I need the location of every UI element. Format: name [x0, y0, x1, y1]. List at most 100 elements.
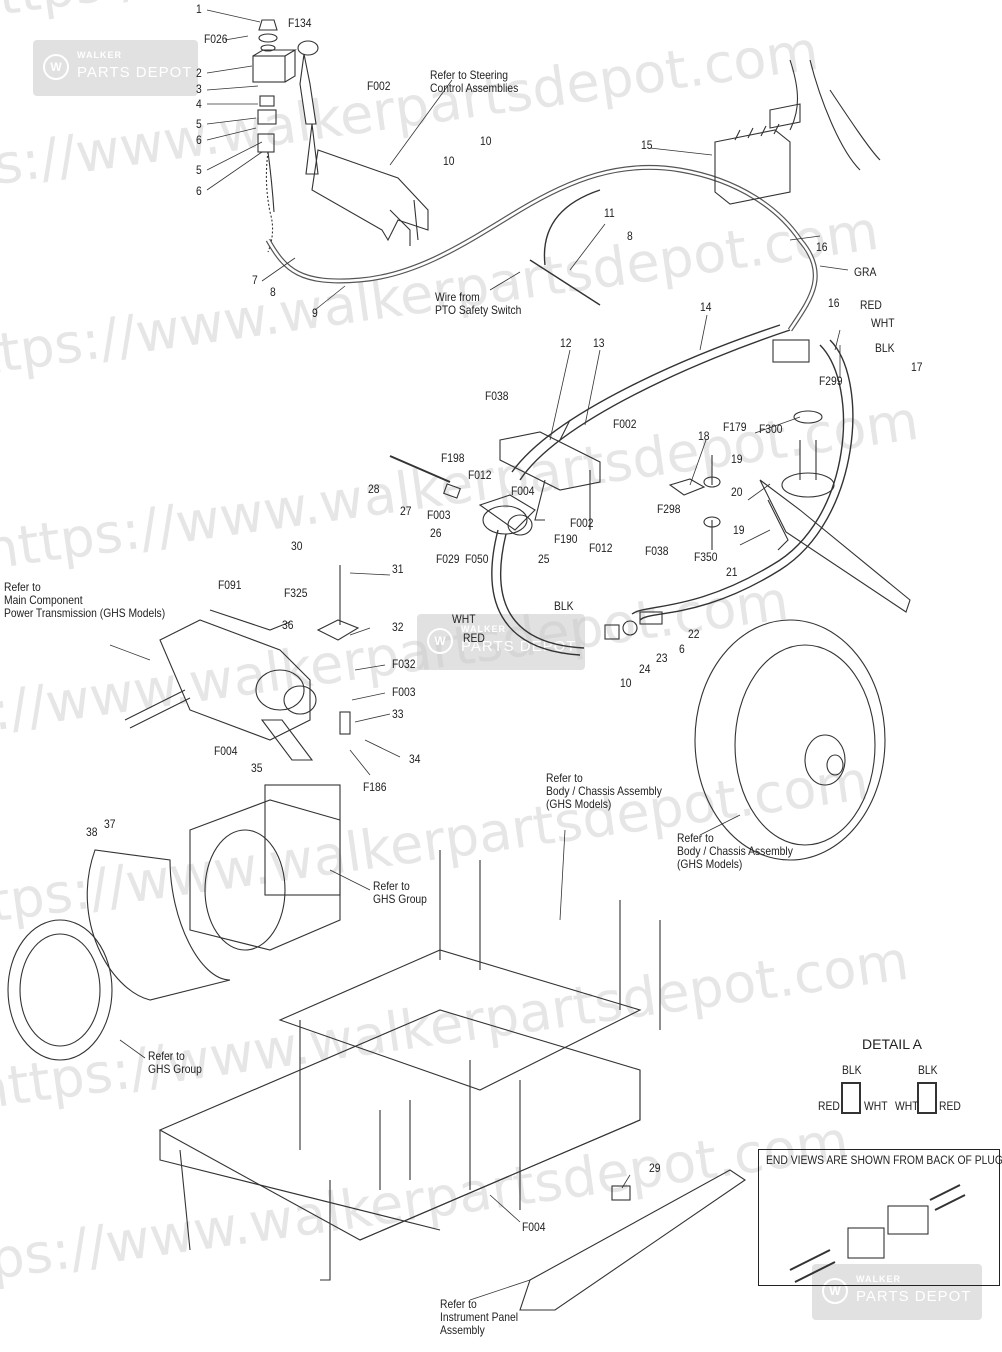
note-instrument-panel: Refer to Instrument Panel Assembly: [440, 1297, 519, 1337]
callout-3: 3: [196, 82, 202, 96]
callout-f002: F002: [613, 417, 637, 431]
callout-wht: WHT: [452, 612, 476, 626]
callout-26: 26: [430, 526, 442, 540]
callout-30: 30: [291, 539, 303, 553]
callout-f026: F026: [204, 32, 228, 46]
callout-f198: F198: [441, 451, 465, 465]
callout-17: 17: [911, 360, 923, 374]
detail-a-connectors: [841, 1082, 937, 1114]
note-pto: Wire from PTO Safety Switch: [435, 290, 522, 317]
callout-f004: F004: [511, 484, 535, 498]
callout-28: 28: [368, 482, 380, 496]
end-views-box: [758, 1149, 1000, 1286]
callout-6: 6: [196, 133, 202, 147]
steering-lever: [297, 40, 429, 246]
callout-f300: F300: [759, 422, 783, 436]
chassis-frame: [158, 850, 661, 1281]
callout-6: 6: [196, 184, 202, 198]
callout-1: 1: [196, 2, 202, 16]
note-steering: Refer to Steering Control Assemblies: [430, 68, 519, 95]
callout-f012: F012: [468, 468, 492, 482]
callout-36: 36: [282, 618, 294, 632]
callout-10: 10: [443, 154, 455, 168]
rod-28: [389, 455, 451, 483]
walker-badge: W WALKER PARTS DEPOT: [812, 1264, 982, 1320]
badge-line1: WALKER: [856, 1274, 901, 1284]
relay-module: [714, 59, 881, 205]
badge-line2: PARTS DEPOT: [77, 64, 193, 81]
spacer: [443, 483, 461, 499]
callout-22: 22: [688, 627, 700, 641]
callout-2: 2: [196, 66, 202, 80]
callout-16: 16: [816, 240, 828, 254]
callout-20: 20: [731, 485, 743, 499]
callout-37: 37: [104, 817, 116, 831]
callout-19: 19: [733, 523, 745, 537]
callout-38: 38: [86, 825, 98, 839]
callout-blk: BLK: [875, 341, 895, 355]
detail-a-title: DETAIL A: [862, 1036, 922, 1052]
callout-11: 11: [604, 206, 615, 220]
detail-a-right-top: BLK: [918, 1063, 938, 1077]
callout-9: 9: [312, 306, 318, 320]
callout-f325: F325: [284, 586, 308, 600]
callout-blk: BLK: [554, 599, 574, 613]
callout-13: 13: [593, 336, 605, 350]
wheel-tire: [694, 619, 886, 861]
switch-assembly: [252, 19, 297, 253]
detail-a-left-left: RED: [818, 1099, 840, 1113]
badge-line2: PARTS DEPOT: [856, 1288, 972, 1305]
callout-18: 18: [698, 429, 710, 443]
callout-32: 32: [392, 620, 404, 634]
callout-15: 15: [641, 138, 653, 152]
detail-a-right-right: RED: [939, 1099, 961, 1113]
callout-red: RED: [463, 631, 485, 645]
walker-logo-icon: W: [43, 54, 69, 80]
end-views-title: END VIEWS ARE SHOWN FROM BACK OF PLUG: [766, 1155, 1002, 1167]
connector-chain: [604, 611, 663, 640]
badge-line1: WALKER: [461, 624, 506, 634]
callout-f038: F038: [485, 389, 509, 403]
callout-f002: F002: [570, 516, 594, 530]
callout-f032: F032: [392, 657, 416, 671]
callout-6: 6: [679, 642, 685, 656]
callout-19: 19: [731, 452, 743, 466]
end-view-connectors: [789, 1184, 966, 1283]
callout-f134: F134: [288, 16, 312, 30]
callout-f186: F186: [363, 780, 387, 794]
callout-10: 10: [620, 676, 632, 690]
detail-a-left-top: BLK: [842, 1063, 862, 1077]
callout-16: 16: [828, 296, 840, 310]
callout-red: RED: [860, 298, 882, 312]
note-ghs-group: Refer to GHS Group: [148, 1049, 202, 1076]
callout-f091: F091: [218, 578, 242, 592]
callout-f002: F002: [367, 79, 391, 93]
callout-f050: F050: [465, 552, 489, 566]
callout-f004: F004: [522, 1220, 546, 1234]
note-body-chassis: Refer to Body / Chassis Assembly (GHS Mo…: [546, 771, 662, 811]
linkage: [209, 565, 360, 761]
walker-logo-icon: W: [427, 628, 453, 654]
callout-29: 29: [649, 1161, 661, 1175]
callout-wht: WHT: [871, 316, 895, 330]
connector-16: [772, 339, 810, 363]
callout-gra: GRA: [854, 265, 877, 279]
note-ghs-group: Refer to GHS Group: [373, 879, 427, 906]
callout-14: 14: [700, 300, 712, 314]
callout-f029: F029: [436, 552, 460, 566]
note-main-component: Refer to Main Component Power Transmissi…: [4, 580, 166, 620]
callout-f038: F038: [645, 544, 669, 558]
callout-24: 24: [639, 662, 651, 676]
note-body-chassis: Refer to Body / Chassis Assembly (GHS Mo…: [677, 831, 793, 871]
detail-a-right-left: WHT: [895, 1099, 919, 1113]
switch-29: [611, 1185, 631, 1201]
callout-5: 5: [196, 117, 202, 131]
callout-10: 10: [480, 134, 492, 148]
callout-25: 25: [538, 552, 550, 566]
pto-clutch-bracket: [478, 419, 601, 536]
blower-housing: [7, 784, 341, 1061]
callout-12: 12: [560, 336, 572, 350]
leader-lines: [109, 9, 849, 1301]
